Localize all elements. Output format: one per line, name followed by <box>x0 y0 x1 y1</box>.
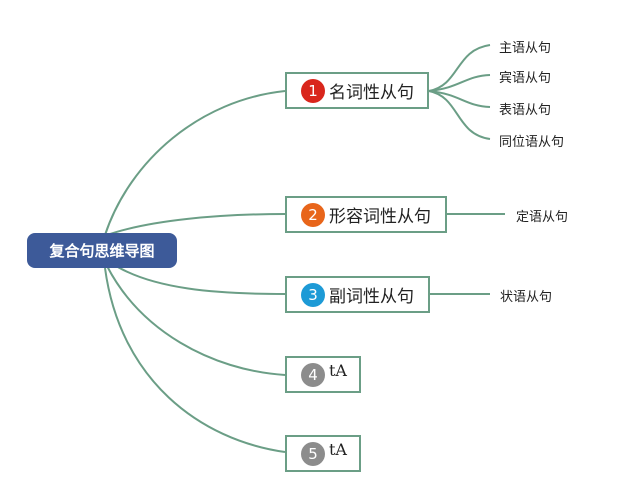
link-root-branch-1 <box>104 90 286 236</box>
branch-node-4[interactable]: 4 tA <box>285 356 361 393</box>
link-root-branch-2 <box>106 213 286 236</box>
branch-node-3[interactable]: 3 副词性从句 <box>285 276 430 313</box>
number-badge-3: 3 <box>301 282 325 307</box>
branch-label-1: 名词性从句 <box>329 83 414 103</box>
link-branch-1-leaf-4 <box>428 90 491 140</box>
root-node[interactable]: 复合句思维导图 <box>27 233 177 268</box>
branch-node-1[interactable]: 1 名词性从句 <box>285 72 429 109</box>
root-label: 复合句思维导图 <box>49 242 155 260</box>
link-root-branch-3 <box>109 261 286 295</box>
leaf-1-3[interactable]: 表语从句 <box>499 103 552 118</box>
number-badge-1: 1 <box>301 78 325 103</box>
number-badge-2: 2 <box>301 202 325 227</box>
number-badge-4: 4 <box>301 362 325 387</box>
link-branch-1-leaf-1 <box>428 44 491 92</box>
link-root-branch-5 <box>104 267 286 453</box>
link-branch-1-leaf-3 <box>428 90 491 108</box>
number-badge-5: 5 <box>301 441 325 466</box>
branch-label-3: 副词性从句 <box>329 287 414 307</box>
branch-node-2[interactable]: 2 形容词性从句 <box>285 196 447 233</box>
branch-label-2: 形容词性从句 <box>329 207 431 227</box>
link-branch-1-leaf-2 <box>428 74 491 92</box>
branch-node-5[interactable]: 5 tA <box>285 435 361 472</box>
leaf-1-2[interactable]: 宾语从句 <box>499 71 552 86</box>
link-root-branch-4 <box>106 265 286 376</box>
leaf-1-4[interactable]: 同位语从句 <box>499 135 565 150</box>
leaf-2-1[interactable]: 定语从句 <box>516 210 569 225</box>
leaf-3-1[interactable]: 状语从句 <box>500 290 553 305</box>
branch-label-4: tA <box>329 361 347 380</box>
branch-label-5: tA <box>329 440 347 459</box>
leaf-1-1[interactable]: 主语从句 <box>499 41 552 56</box>
